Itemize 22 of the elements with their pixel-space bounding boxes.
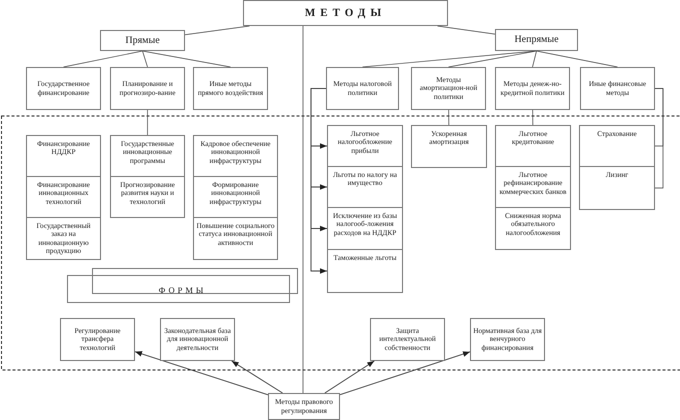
connector-line [448, 110, 450, 126]
connector-line [142, 50, 148, 68]
connector-line [536, 50, 618, 68]
connector-line [302, 26, 304, 394]
forms-label-box: ФОРМЫ [67, 268, 298, 303]
arrow [324, 360, 375, 394]
arrow [231, 360, 283, 394]
category-box: Прямые [100, 30, 185, 51]
connector-line [184, 26, 250, 36]
connector-line [654, 88, 664, 188]
connector-line [532, 50, 537, 68]
connector-line [448, 50, 537, 68]
connector-line [532, 110, 534, 126]
title-box: МЕТОДЫ [243, 0, 448, 26]
connector-line [437, 26, 496, 34]
category-box: Непрямые [495, 29, 578, 51]
connector-line [142, 50, 231, 68]
connector-line [63, 50, 143, 68]
connector-line [147, 110, 148, 136]
arrow [340, 351, 470, 396]
arrow [310, 88, 328, 274]
arrow [134, 351, 268, 396]
